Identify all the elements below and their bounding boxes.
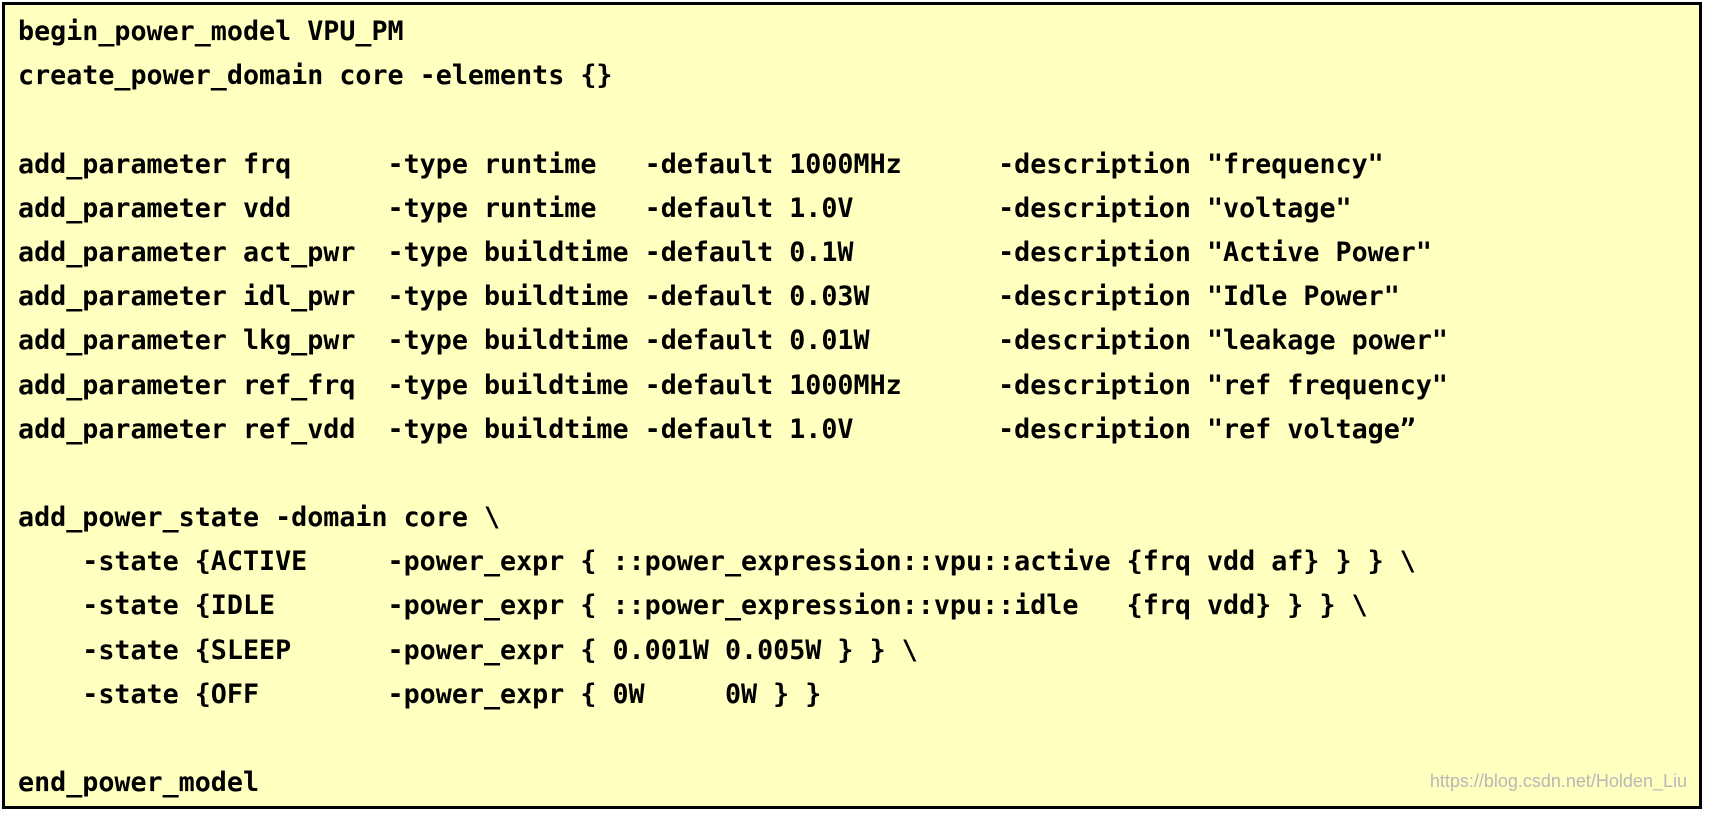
code-line: -state {OFF -power_expr { 0W 0W } } bbox=[18, 678, 822, 710]
code-line: add_parameter act_pwr -type buildtime -d… bbox=[18, 236, 1432, 268]
code-line: end_power_model bbox=[18, 767, 260, 799]
code-line: add_parameter ref_frq -type buildtime -d… bbox=[18, 369, 1448, 401]
code-line: add_parameter idl_pwr -type buildtime -d… bbox=[18, 281, 1400, 313]
code-line bbox=[18, 717, 1448, 761]
watermark-text: https://blog.csdn.net/Holden_Liu bbox=[1429, 771, 1687, 791]
code-line: add_parameter frq -type runtime -default… bbox=[18, 148, 1384, 180]
code-line: begin_power_model VPU_PM bbox=[18, 16, 404, 47]
code-line bbox=[18, 98, 1448, 142]
code-line: create_power_domain core -elements {} bbox=[18, 60, 613, 92]
code-line: add_parameter lkg_pwr -type buildtime -d… bbox=[18, 325, 1448, 357]
code-line: add_parameter ref_vdd -type buildtime -d… bbox=[18, 413, 1416, 445]
code-line: -state {ACTIVE -power_expr { ::power_exp… bbox=[18, 546, 1416, 578]
code-line: -state {IDLE -power_expr { ::power_expre… bbox=[18, 590, 1368, 622]
code-line bbox=[18, 452, 1448, 496]
code-block: begin_power_model VPU_PM create_power_dom… bbox=[18, 10, 1448, 805]
code-line: add_power_state -domain core \ bbox=[18, 502, 501, 534]
code-line: -state {SLEEP -power_expr { 0.001W 0.005… bbox=[18, 634, 918, 666]
code-line: add_parameter vdd -type runtime -default… bbox=[18, 192, 1352, 224]
